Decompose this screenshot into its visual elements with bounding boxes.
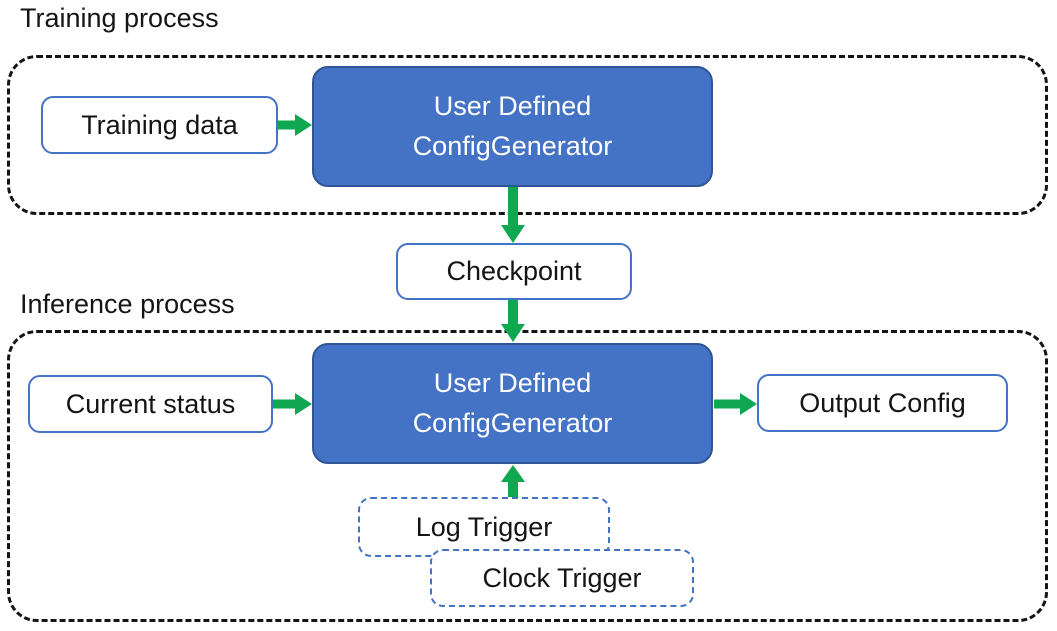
- current-status-node: Current status: [28, 375, 273, 433]
- arrow-stem: [273, 399, 298, 409]
- config-generator-inference-label-line1: User Defined: [433, 368, 592, 399]
- training-data-node: Training data: [41, 96, 278, 154]
- training-process-container: [7, 55, 1048, 215]
- arrow-stem: [278, 120, 298, 130]
- config-generator-inference-label-line2: ConfigGenerator: [412, 407, 613, 438]
- output-config-label: Output Config: [799, 387, 966, 418]
- arrow-head: [501, 465, 525, 482]
- arrow-current-status-to-generator-icon: [273, 393, 312, 415]
- arrow-training-data-to-generator-icon: [278, 114, 312, 136]
- inference-process-label: Inference process: [20, 289, 235, 319]
- training-data-label: Training data: [81, 109, 238, 140]
- config-generator-training-node: User Defined ConfigGenerator: [312, 66, 713, 187]
- arrow-stem: [508, 187, 518, 227]
- arrow-generator-to-output-config-icon: [714, 393, 757, 415]
- arrow-stem: [714, 399, 743, 409]
- clock-trigger-label: Clock Trigger: [482, 562, 642, 593]
- arrow-head: [295, 393, 312, 415]
- inference-process-container: [7, 330, 1048, 622]
- current-status-label: Current status: [65, 388, 236, 419]
- config-generator-training-label-line2: ConfigGenerator: [412, 130, 613, 161]
- arrow-head: [295, 114, 312, 136]
- log-trigger-node: Log Trigger: [358, 497, 610, 557]
- training-process-label: Training process: [20, 3, 219, 33]
- arrow-head: [501, 225, 525, 243]
- arrow-stem: [508, 479, 518, 497]
- checkpoint-label: Checkpoint: [446, 256, 582, 286]
- arrow-generator-to-checkpoint-icon: [501, 187, 525, 243]
- arrow-triggers-to-generator-icon: [501, 465, 525, 497]
- config-generator-inference-node: User Defined ConfigGenerator: [312, 343, 713, 464]
- output-config-node: Output Config: [757, 374, 1008, 432]
- arrow-stem: [508, 300, 518, 326]
- arrow-checkpoint-to-generator-icon: [501, 300, 525, 342]
- checkpoint-node: Checkpoint: [396, 243, 632, 300]
- arrow-head: [501, 324, 525, 342]
- log-trigger-label: Log Trigger: [415, 511, 553, 542]
- clock-trigger-node: Clock Trigger: [430, 549, 694, 607]
- config-generator-training-label-line1: User Defined: [433, 91, 592, 122]
- arrow-head: [740, 393, 757, 415]
